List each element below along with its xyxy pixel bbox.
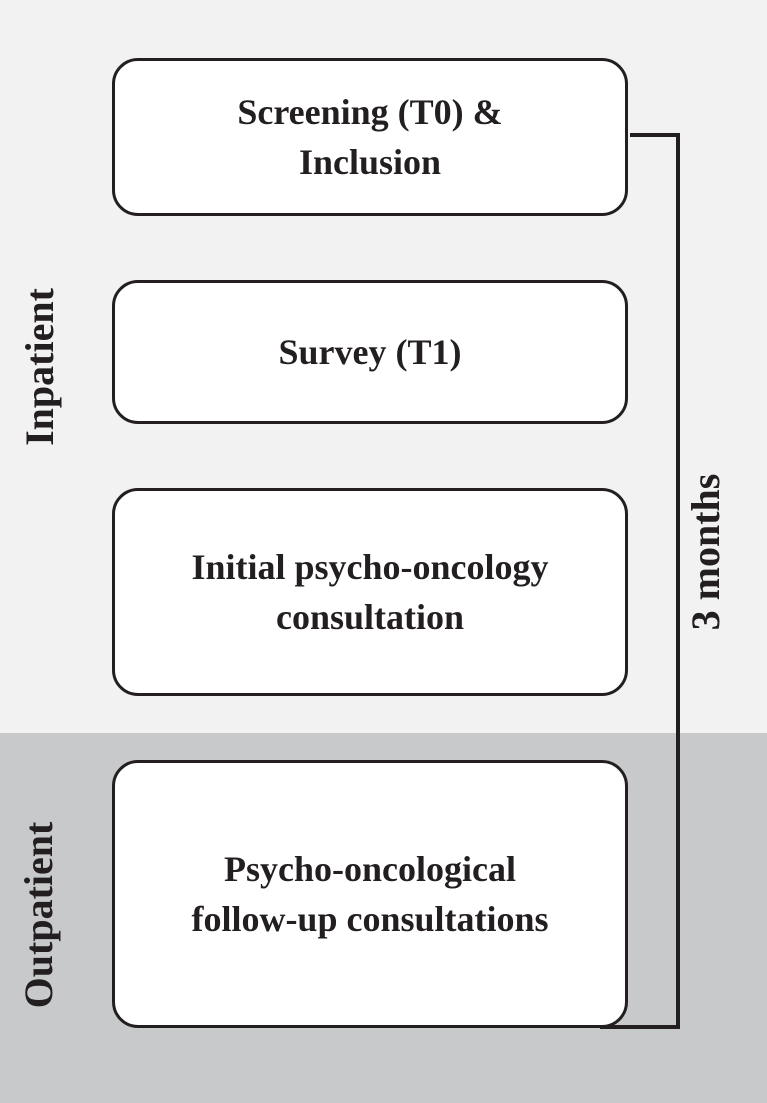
- initial-consultation-box: Initial psycho-oncology consultation: [112, 488, 628, 696]
- initial-consultation-label: Initial psycho-oncology consultation: [191, 547, 549, 637]
- followup-consultations-box: Psycho-oncological follow-up consultatio…: [112, 760, 628, 1028]
- screening-inclusion-box: Screening (T0) & Inclusion: [112, 58, 628, 216]
- survey-box: Survey (T1): [112, 280, 628, 424]
- screening-inclusion-label: Screening (T0) & Inclusion: [237, 92, 503, 182]
- followup-consultations-label: Psycho-oncological follow-up consultatio…: [191, 849, 549, 939]
- duration-label: 3 months: [683, 473, 728, 631]
- survey-label: Survey (T1): [278, 332, 462, 372]
